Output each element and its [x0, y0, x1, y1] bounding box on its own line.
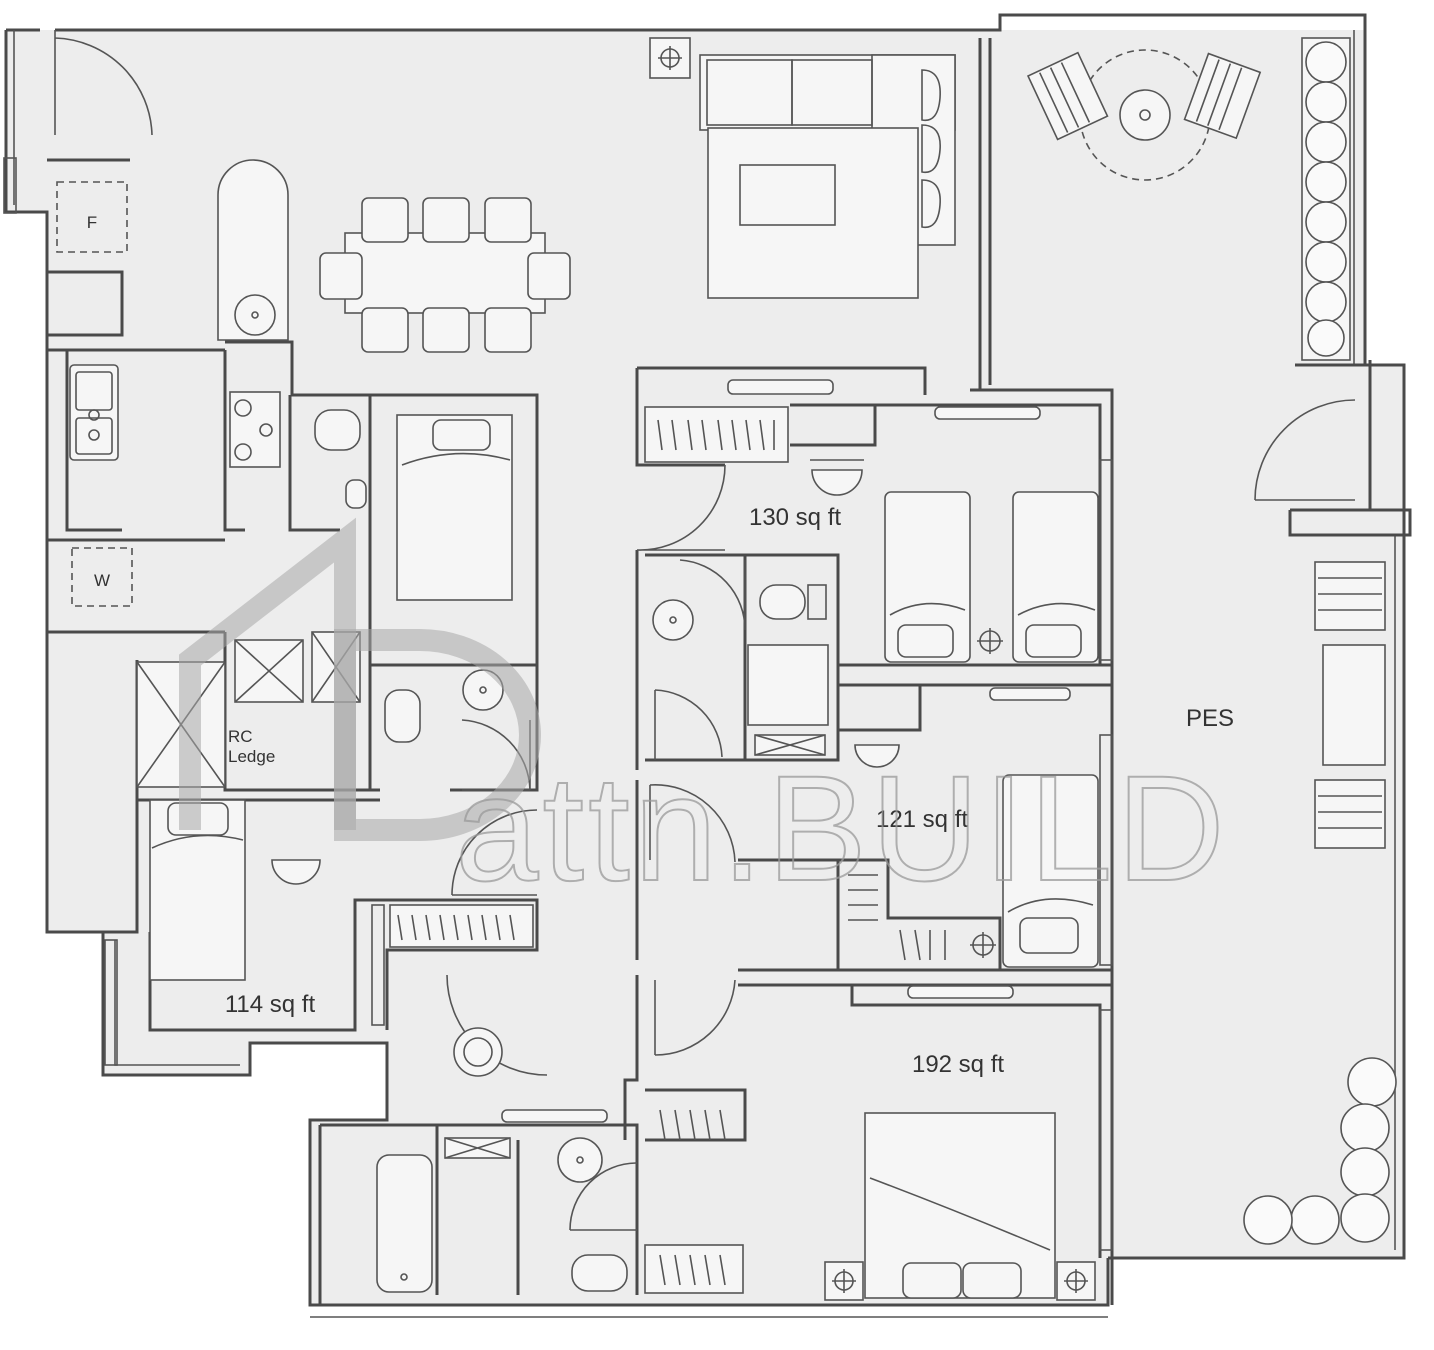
fridge-space [56, 181, 128, 253]
bed-130-right [1012, 491, 1099, 663]
bath-door-2 [654, 689, 723, 760]
corridor-lamp [453, 1027, 503, 1077]
lounger-bottom [1314, 779, 1386, 849]
area-label-114: 114 sq ft [225, 991, 316, 1018]
coffee-table [739, 164, 836, 226]
washer-label: W [94, 571, 110, 590]
corner-shrubs [1243, 1057, 1397, 1245]
entrance-door [54, 30, 153, 136]
lounger-top [1314, 561, 1386, 631]
bedroom-130: 130 sq ft [644, 406, 1099, 663]
study-chair-121 [854, 744, 900, 768]
water-heater [234, 294, 276, 336]
watermark: attn.BUILD [179, 517, 1229, 913]
pes-furniture [1026, 37, 1397, 1245]
centre-bath [652, 584, 829, 756]
left-bedroom-door [451, 809, 538, 896]
area-label-192: 192 sq ft [912, 1051, 1004, 1078]
fridge-label: F [87, 213, 97, 232]
watermark-text: attn.BUILD [455, 744, 1229, 912]
toilet [759, 584, 806, 620]
rc-ledge-label-2: Ledge [228, 747, 275, 766]
shower-drain [652, 599, 694, 641]
wardrobe-130 [644, 406, 789, 463]
dining-set [319, 197, 571, 353]
study-chair-130 [811, 469, 863, 496]
sink [69, 364, 119, 461]
master-toilet [571, 1254, 628, 1292]
dining-chairs [319, 197, 571, 353]
study-chair-114 [271, 859, 321, 885]
dining-table [344, 232, 546, 314]
bedroom-130-door [636, 464, 726, 551]
planter-shrubs [1305, 41, 1347, 357]
rc-ledge-label: RC [228, 727, 253, 746]
master-door [654, 979, 736, 1056]
pes-label: PES [1186, 705, 1234, 732]
bath-door [679, 559, 746, 631]
area-label-130: 130 sq ft [749, 504, 841, 531]
master-bath [376, 1137, 628, 1293]
master-bedroom: 192 sq ft [644, 1051, 1096, 1301]
master-shower [557, 1137, 603, 1183]
kitchen: F W [56, 159, 289, 607]
bed-130-left [884, 491, 971, 663]
column-duct [217, 159, 289, 341]
master-bath-door [569, 1162, 638, 1231]
pes-door [1254, 399, 1356, 501]
bedroom-121-door [649, 784, 736, 863]
washer-space [71, 547, 133, 607]
outdoor-table [1322, 644, 1386, 766]
yard-toilet [384, 689, 421, 743]
windows [3, 157, 1113, 1251]
master-wardrobe [644, 1244, 744, 1294]
bedroom-121: 121 sq ft [848, 744, 1099, 968]
living-set [649, 37, 956, 299]
basin-vanity [747, 644, 829, 726]
area-label-121: 121 sq ft [876, 806, 968, 833]
bathtub [376, 1154, 433, 1293]
utility-wc [314, 409, 361, 451]
